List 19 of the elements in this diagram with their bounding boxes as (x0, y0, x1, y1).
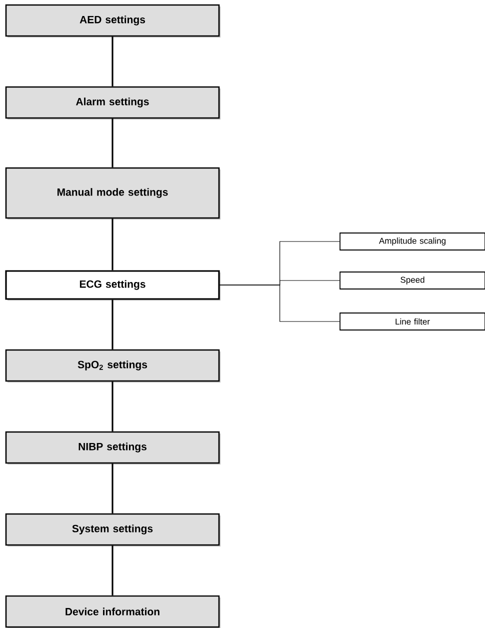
menu-box: System settings (5, 513, 220, 546)
connector-line (112, 382, 114, 432)
connector-line (112, 36, 114, 86)
menu-box: Device information (5, 595, 220, 628)
connector-line (112, 300, 114, 350)
menu-box: Alarm settings (5, 86, 220, 120)
submenu-box: Amplitude scaling (340, 232, 485, 250)
connector-line (112, 218, 114, 270)
submenu-box: Speed (340, 272, 485, 290)
submenu-box: Line filter (340, 312, 485, 330)
connector-line (112, 464, 114, 514)
menu-box: SpO$_{2}$ settings (5, 349, 220, 382)
menu-box: NIBP settings (5, 431, 220, 464)
connector-line (112, 546, 114, 596)
menu-box: ECG settings (5, 270, 220, 300)
menu-box: AED settings (5, 4, 220, 38)
connector-line (112, 118, 114, 168)
menu-box: Manual mode settings (5, 167, 220, 220)
connector-line (220, 284, 340, 322)
